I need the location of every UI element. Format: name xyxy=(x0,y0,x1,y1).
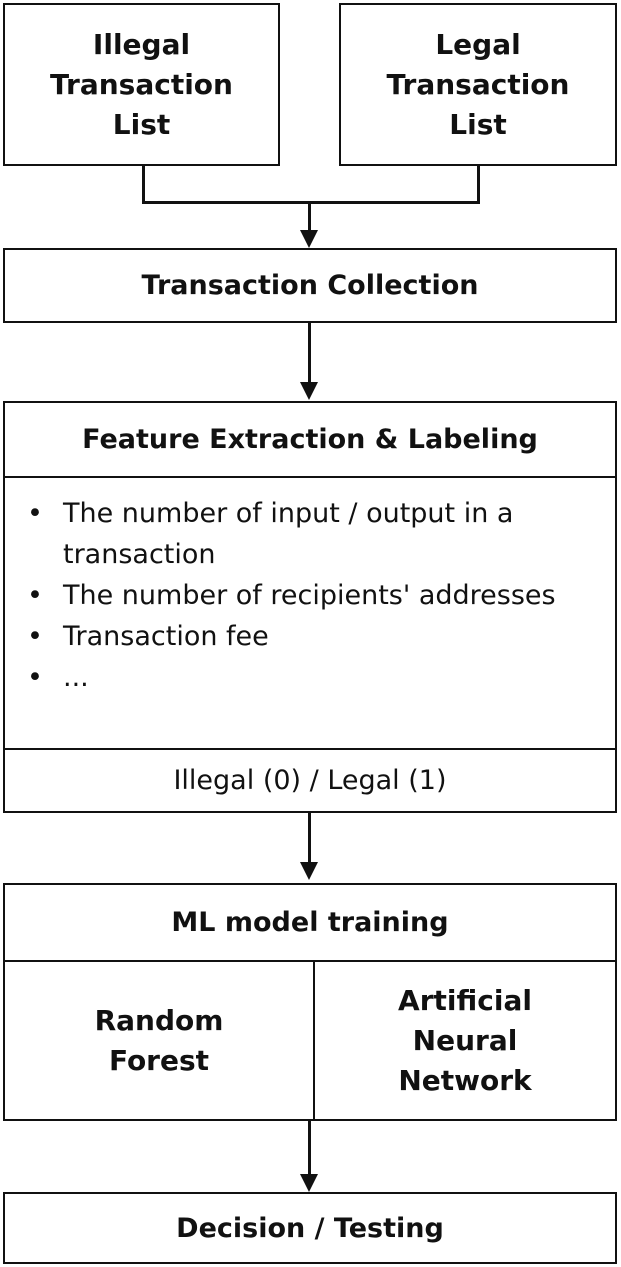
feature-extraction-title: Feature Extraction & Labeling xyxy=(82,424,538,455)
label-row-text: Illegal (0) / Legal (1) xyxy=(173,765,447,796)
list-item: • The number of recipients' addresses xyxy=(5,575,605,616)
bullet-icon: • xyxy=(27,498,43,529)
list-item: • Transaction fee xyxy=(5,616,605,657)
ml-training-title-row: ML model training xyxy=(5,885,615,962)
list-item: •... xyxy=(5,657,605,698)
transaction-collection-box: Transaction Collection xyxy=(3,248,617,323)
random-forest-cell: Random Forest xyxy=(5,962,315,1119)
feature-text: The number of input / output in a transa… xyxy=(63,498,514,570)
connector-right-down xyxy=(477,166,480,204)
illegal-transaction-list-box: Illegal Transaction List xyxy=(3,3,280,166)
decision-testing-label: Decision / Testing xyxy=(176,1212,444,1244)
decision-testing-box: Decision / Testing xyxy=(3,1192,617,1264)
transaction-collection-label: Transaction Collection xyxy=(141,270,479,301)
arrow-1-head xyxy=(300,230,318,248)
feature-text: The number of recipients' addresses xyxy=(63,580,556,611)
feature-text: ... xyxy=(63,662,89,693)
ml-training-box: ML model training Random Forest Artifici… xyxy=(3,883,617,1121)
ml-training-title: ML model training xyxy=(171,907,449,938)
legal-transaction-list-label: Legal Transaction List xyxy=(386,27,570,141)
connector-merge xyxy=(142,201,480,204)
arrow-3-head xyxy=(300,862,318,880)
feature-text: Transaction fee xyxy=(63,621,269,652)
bullet-icon: • xyxy=(27,580,43,611)
arrow-4-shaft xyxy=(308,1121,311,1175)
illegal-transaction-list-label: Illegal Transaction List xyxy=(50,27,233,141)
connector-left-down xyxy=(142,166,145,204)
random-forest-label: Random Forest xyxy=(94,1003,224,1077)
legal-transaction-list-box: Legal Transaction List xyxy=(339,3,617,166)
arrow-2-head xyxy=(300,382,318,400)
feature-extraction-title-row: Feature Extraction & Labeling xyxy=(5,403,615,478)
bullet-icon: • xyxy=(27,621,43,652)
arrow-4-head xyxy=(300,1174,318,1192)
label-row: Illegal (0) / Legal (1) xyxy=(5,748,615,811)
arrow-3-shaft xyxy=(308,813,311,863)
ann-label: Artificial Neural Network xyxy=(398,983,532,1097)
arrow-2-shaft xyxy=(308,323,311,383)
ann-cell: Artificial Neural Network xyxy=(315,962,615,1119)
feature-extraction-box: Feature Extraction & Labeling • The numbe… xyxy=(3,401,617,813)
arrow-1-shaft xyxy=(308,201,311,231)
list-item: • The number of input / output in a trans… xyxy=(5,493,605,575)
bullet-icon: • xyxy=(27,662,43,693)
feature-list: • The number of input / output in a trans… xyxy=(5,493,605,698)
